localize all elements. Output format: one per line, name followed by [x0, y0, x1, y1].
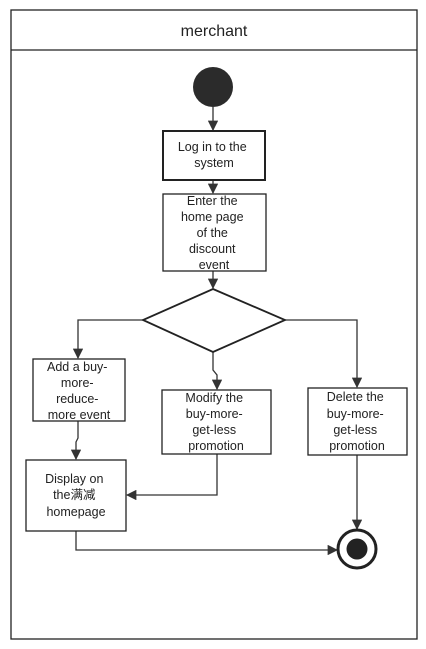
- swimlane-title: merchant: [181, 23, 248, 40]
- end-node: [336, 528, 378, 570]
- decision-node: [140, 288, 288, 353]
- action-delete-promotion: Delete the buy-more- get-less promotion: [307, 387, 408, 456]
- svg-text:Display on the满减 h: Display on the满减 homepage: [45, 472, 107, 519]
- action-enter-home-page: Enter the home page of the discount even…: [162, 193, 267, 272]
- svg-text:Log in to the system: Log in to the system: [178, 140, 250, 170]
- edge-decision-to-modify-promo: [211, 352, 223, 391]
- action-add-event: Add a buy- more- reduce- more event: [32, 358, 126, 422]
- action-display-homepage: Display on the满减 homepage: [25, 459, 127, 532]
- edge-modify-promo-to-display-home: [125, 454, 218, 501]
- edge-display-home-to-end: [75, 531, 339, 556]
- action-login: Log in to the system: [162, 130, 266, 181]
- start-node: [193, 67, 233, 107]
- edge-decision-to-delete-promo: [285, 319, 363, 389]
- svg-text:Delete the buy-more-: Delete the buy-more- get-less promotion: [327, 390, 387, 453]
- svg-text:Modify the buy-more-: Modify the buy-more- get-less promotion: [185, 391, 246, 453]
- svg-text:Enter the home page: Enter the home page of the discount even…: [181, 194, 247, 272]
- edge-add-event-to-display-home: [70, 421, 82, 461]
- edge-decision-to-add-event: [72, 319, 143, 360]
- svg-text:Add a buy- more- r: Add a buy- more- reduce- more event: [47, 360, 111, 422]
- action-modify-promotion: Modify the buy-more- get-less promotion: [161, 389, 272, 455]
